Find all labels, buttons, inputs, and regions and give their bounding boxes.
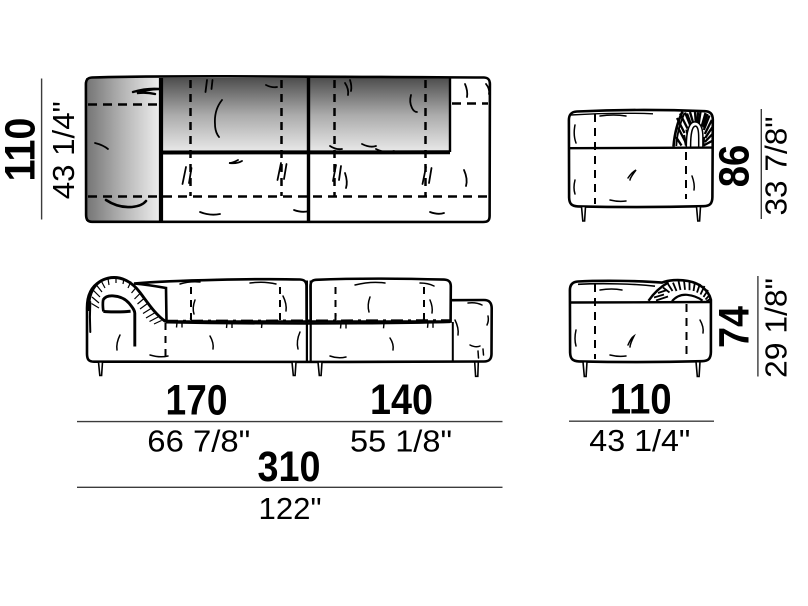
svg-text:74: 74 bbox=[712, 306, 759, 348]
svg-text:29 1/8": 29 1/8" bbox=[759, 278, 794, 378]
svg-text:43 1/4": 43 1/4" bbox=[46, 101, 81, 199]
svg-text:310: 310 bbox=[258, 444, 321, 491]
svg-text:55 1/8": 55 1/8" bbox=[350, 424, 452, 459]
svg-text:110: 110 bbox=[0, 118, 45, 182]
svg-text:66 7/8": 66 7/8" bbox=[147, 424, 250, 459]
svg-text:86: 86 bbox=[712, 145, 759, 188]
svg-text:122": 122" bbox=[259, 491, 322, 526]
svg-text:33 7/8": 33 7/8" bbox=[759, 117, 794, 216]
svg-text:110: 110 bbox=[610, 377, 672, 424]
svg-text:140: 140 bbox=[370, 377, 433, 424]
svg-text:170: 170 bbox=[166, 378, 228, 425]
svg-text:43 1/4": 43 1/4" bbox=[589, 423, 690, 458]
